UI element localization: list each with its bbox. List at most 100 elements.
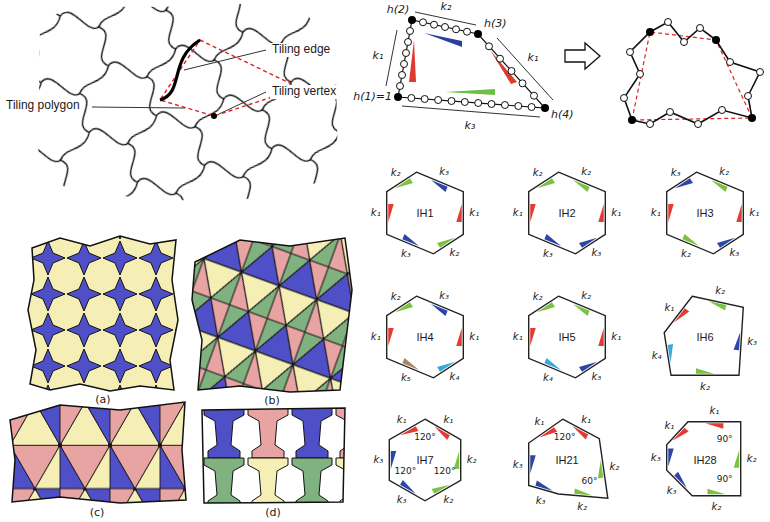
leader-line — [92, 107, 185, 108]
edge-label: k₂ — [443, 494, 453, 506]
edge-label: k₁ — [665, 302, 675, 314]
edge-label: k₄ — [450, 371, 460, 383]
type-name: IH1 — [416, 207, 433, 219]
tiling-polygon — [632, 32, 752, 120]
edge-flag — [530, 204, 536, 222]
edge-points — [397, 19, 538, 111]
edge-label: k₃ — [671, 167, 681, 179]
angle-label: 90° — [717, 474, 733, 484]
tile-outlines — [38, 4, 338, 201]
type-name: IH28 — [693, 454, 716, 466]
edge-flag — [717, 238, 735, 248]
edge-label: k₃ — [465, 120, 476, 133]
edge-label: k₁ — [371, 331, 381, 343]
edge-label: k₁ — [581, 414, 591, 426]
edge-label: k₃ — [439, 166, 449, 178]
edge-flag — [573, 304, 590, 316]
polygon-outline — [398, 20, 545, 108]
edge-flag — [395, 302, 413, 312]
tiling-type-polygon: IH7 — [375, 410, 475, 510]
edge-flag — [456, 328, 462, 346]
edge-label: k₂ — [533, 291, 543, 303]
type-name: IH2 — [558, 207, 575, 219]
edge-label: k₃ — [439, 290, 449, 302]
deformed-tile — [624, 22, 760, 124]
type-name: IH21 — [555, 454, 578, 466]
edge-label: k₃ — [536, 495, 546, 507]
edge-flag — [675, 178, 693, 188]
tiling-type-polygon: IH5 — [517, 287, 617, 387]
polygon-edge — [529, 419, 608, 498]
callout-label: Tiling edge — [270, 43, 332, 57]
panel-label: (b) — [264, 395, 280, 408]
panel-label: (d) — [265, 507, 281, 520]
edge-label: k₁ — [535, 416, 545, 428]
edge-flag — [402, 234, 419, 246]
tiling-c — [10, 402, 186, 503]
edge-label: k₃ — [401, 248, 411, 260]
angle-label: 120° — [414, 432, 436, 442]
type-name: IH3 — [696, 207, 713, 219]
edge-label: k₄ — [652, 350, 662, 362]
polygon-edge — [387, 296, 464, 378]
edge-flag — [598, 328, 604, 346]
tiling-type-polygon: IH21 — [517, 410, 617, 510]
edge-flag — [598, 460, 603, 479]
edge-flag — [711, 180, 728, 192]
edge-flag — [682, 234, 699, 246]
polygon-edge — [667, 172, 744, 254]
boundary-construction — [386, 12, 764, 128]
angle-label: 90° — [717, 434, 733, 444]
tiling-type-polygon: IH1 — [375, 163, 475, 263]
edge-flag — [537, 302, 555, 312]
panel-label: (c) — [90, 507, 105, 520]
edge-label: k₁ — [611, 331, 621, 343]
edge-points — [621, 19, 764, 128]
type-name: IH7 — [416, 454, 433, 466]
edge-label: k₁ — [469, 207, 479, 219]
edge-label: k₄ — [543, 372, 553, 384]
leader-line — [184, 50, 266, 70]
edge-label: k₁ — [611, 207, 621, 219]
edge-label: k₂ — [681, 248, 691, 260]
edge-label: k₂ — [581, 290, 591, 302]
angle-label: 120° — [554, 432, 576, 442]
vertex-label: h(2) — [387, 4, 410, 17]
edge-flag — [535, 481, 552, 491]
edge-flag — [707, 489, 725, 495]
edge-label: k₁ — [373, 50, 384, 63]
edge-flag — [544, 234, 561, 246]
edge-flag — [431, 304, 448, 316]
polygon-edge — [529, 172, 606, 254]
tiling-d — [202, 408, 345, 503]
edge-flag — [424, 33, 462, 47]
polygon-edge — [664, 296, 743, 375]
edge-flag — [598, 204, 604, 222]
tiling-type-polygon: IH2 — [517, 163, 617, 263]
edge-label: k₁ — [709, 405, 719, 417]
edge-label: k₃ — [397, 494, 407, 506]
edge-flag — [537, 178, 555, 188]
tiling-edge — [160, 40, 200, 100]
type-name: IH6 — [696, 331, 713, 343]
angle-label: 60° — [581, 476, 597, 486]
edge-flag — [668, 344, 673, 363]
type-name: IH4 — [416, 331, 433, 343]
edge-flag — [530, 328, 536, 346]
edge-label: k₂ — [577, 501, 587, 513]
edge-flag — [674, 308, 689, 322]
tiling-vertex — [211, 113, 217, 119]
tiling-b — [192, 238, 352, 392]
edge-flag — [709, 301, 727, 310]
tiling-type-polygon: IH4 — [375, 287, 475, 387]
edge-label: k₂ — [712, 501, 722, 513]
edge-flag — [434, 426, 450, 440]
edge-label: k₃ — [651, 452, 661, 464]
edge-label: k₁ — [443, 414, 453, 426]
edge-label: k₂ — [450, 247, 460, 259]
edge-flag — [431, 180, 448, 192]
edge-flag — [579, 362, 597, 372]
edge-label: k₃ — [592, 247, 602, 259]
edge-label: k₃ — [543, 248, 553, 260]
